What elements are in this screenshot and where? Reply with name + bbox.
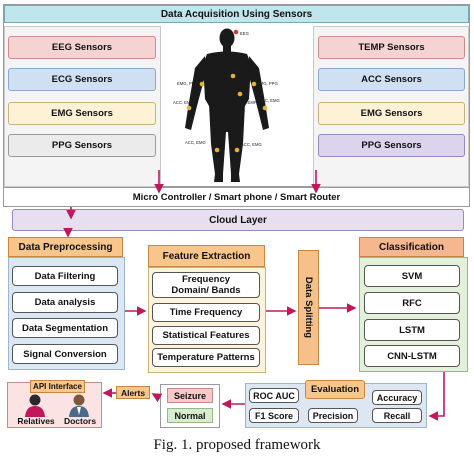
- body-label-emg-ppg-right: EMG, PPG: [257, 81, 278, 86]
- acc-sensor-box: ACC Sensors: [318, 68, 465, 91]
- data-splitting-box: Data Splitting: [298, 250, 319, 365]
- seizure-box: Seizure: [167, 388, 213, 403]
- doctors-label: Doctors: [63, 416, 97, 426]
- body-label-eeg: EEG: [240, 31, 249, 36]
- acquisition-title: Data Acquisition Using Sensors: [4, 5, 469, 23]
- body-label-acc-emg-1: ACC, EMG: [173, 100, 194, 105]
- feature-extraction-header: Feature Extraction: [148, 245, 265, 267]
- cnn-lstm-box: CNN-LSTM: [364, 345, 460, 367]
- roc-auc-box: ROC AUC: [249, 388, 299, 403]
- temperature-patterns-box: Temperature Patterns: [152, 348, 260, 367]
- f1-score-box: F1 Score: [249, 408, 299, 423]
- body-label-acc-emg-3: ACC, EMG: [185, 140, 206, 145]
- accuracy-box: Accuracy: [372, 390, 422, 405]
- data-analysis-box: Data analysis: [12, 292, 118, 313]
- lstm-box: LSTM: [364, 319, 460, 341]
- cloud-layer-bar: Cloud Layer: [12, 209, 464, 231]
- relatives-icon: [25, 394, 45, 417]
- arrow-output-to-alerts: [151, 393, 163, 403]
- alerts-box: Alerts: [116, 386, 150, 399]
- data-segmentation-box: Data Segmentation: [12, 318, 118, 338]
- doctors-icon: [69, 394, 89, 417]
- body-label-temp: TEMP: [245, 100, 257, 105]
- relatives-label: Relatives: [17, 416, 55, 426]
- precision-box: Precision: [308, 408, 358, 423]
- evaluation-header: Evaluation: [305, 380, 365, 399]
- body-label-acc-emg-4: ACC, EMG: [241, 142, 262, 147]
- time-frequency-box: Time Frequency: [152, 303, 260, 322]
- frequency-domain-label: Frequency Domain/ Bands: [171, 274, 241, 296]
- frequency-domain-box: Frequency Domain/ Bands: [152, 272, 260, 298]
- api-interface-header: API Interface: [30, 380, 85, 393]
- emg-sensor-box-left: EMG Sensors: [8, 102, 156, 125]
- arrow-classification-to-evaluation: [428, 372, 445, 421]
- acquisition-frame: [3, 4, 470, 187]
- eeg-sensor-box: EEG Sensors: [8, 36, 156, 59]
- classification-header: Classification: [359, 237, 464, 257]
- temp-sensor-box: TEMP Sensors: [318, 36, 465, 59]
- recall-box: Recall: [372, 408, 422, 423]
- figure-caption: Fig. 1. proposed framework: [153, 437, 321, 453]
- normal-box: Normal: [167, 408, 213, 423]
- ecg-sensor-box: ECG Sensors: [8, 68, 156, 91]
- human-body-figure: EEG ECG EMG, PPG EMG, PPG TEMP ACC, EMG …: [173, 28, 280, 182]
- emg-sensor-box-right: EMG Sensors: [318, 102, 465, 125]
- ppg-sensor-box-left: PPG Sensors: [8, 134, 156, 157]
- data-filtering-box: Data Filtering: [12, 266, 118, 286]
- ppg-sensor-box-right: PPG Sensors: [318, 134, 465, 157]
- micro-controller-bar: Micro Controller / Smart phone / Smart R…: [3, 187, 470, 207]
- svm-box: SVM: [364, 265, 460, 287]
- statistical-features-box: Statistical Features: [152, 326, 260, 345]
- body-label-ecg: ECG: [231, 68, 240, 73]
- rfc-box: RFC: [364, 292, 460, 314]
- signal-conversion-box: Signal Conversion: [12, 344, 118, 364]
- body-label-emg-ppg-left: EMG, PPG: [177, 81, 198, 86]
- body-label-acc-emg-2: ACC, EMG: [259, 98, 280, 103]
